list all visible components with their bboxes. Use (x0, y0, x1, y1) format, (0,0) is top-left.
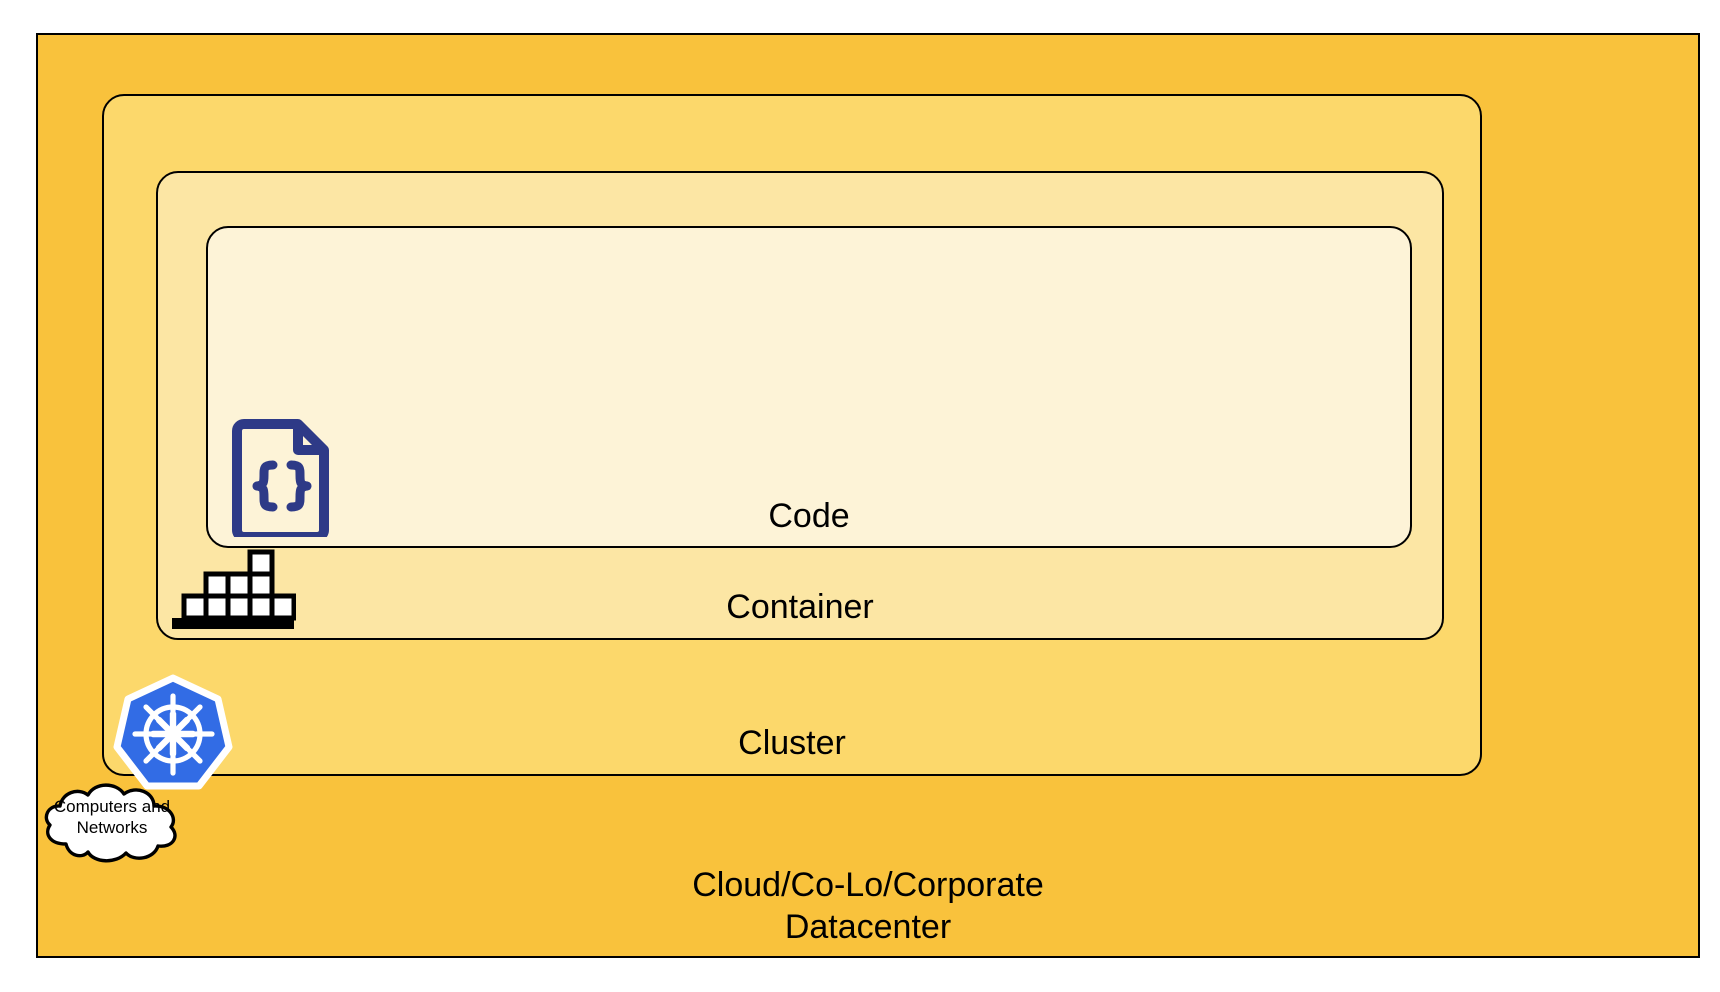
layer-container[interactable]: Container (156, 171, 1444, 640)
layer-code[interactable]: Code (206, 226, 1412, 548)
kubernetes-icon (113, 674, 233, 794)
layer-datacenter[interactable]: Cloud/Co-Lo/Corporate Datacenter Cluster (36, 33, 1700, 958)
layer-code-label: Code (768, 496, 850, 535)
cloud-callout[interactable]: Computers and Networks (36, 774, 188, 866)
layer-container-label: Container (726, 587, 874, 626)
code-file-icon (228, 417, 332, 542)
layer-cluster[interactable]: Cluster (102, 94, 1482, 790)
layer-cluster-label: Cluster (738, 723, 846, 762)
container-blocks-icon (170, 548, 297, 632)
layer-datacenter-label: Cloud/Co-Lo/Corporate Datacenter (692, 866, 1044, 946)
cloud-callout-label: Computers and Networks (53, 797, 171, 838)
